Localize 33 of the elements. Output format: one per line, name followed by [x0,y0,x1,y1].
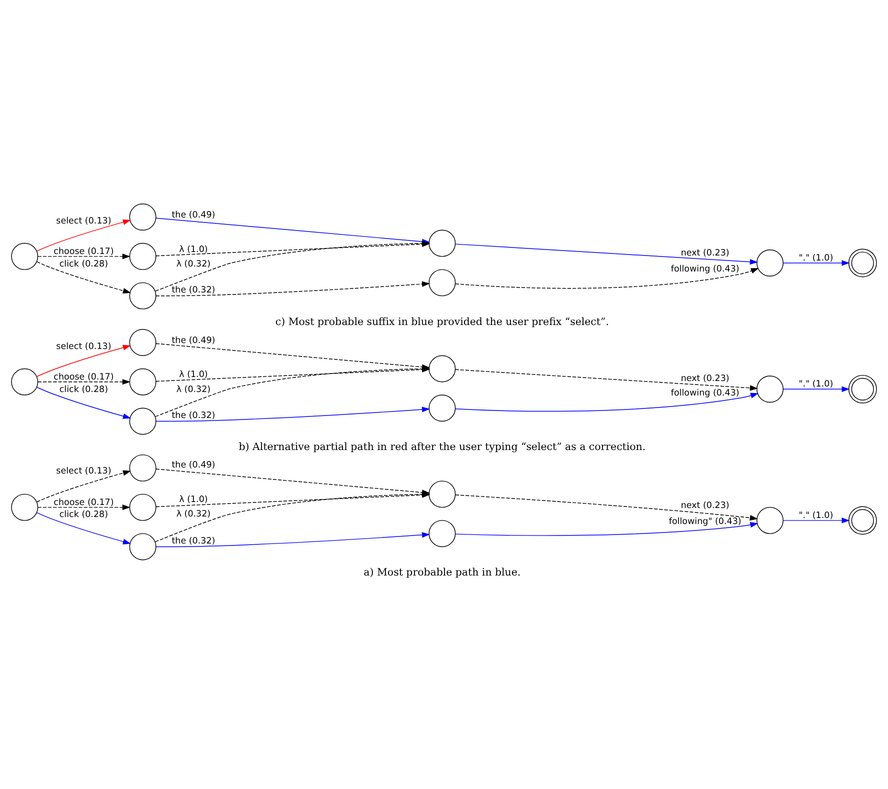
edge-label: choose (0.17) [54,497,114,508]
edge-label: choose (0.17) [54,372,114,382]
edge-label: following (0.43) [670,388,740,398]
edge-label: next (0.23) [680,500,730,510]
edge-label: "." (1.0) [798,253,834,264]
label: c) Most probable suffix in blue provided the user prefix “select”. [275,316,609,328]
edge-label: the (0.49) [172,210,216,220]
edge-label: λ (1.0) [179,370,208,380]
edge-label: click (0.28) [59,510,108,520]
edge-label: select (0.13) [56,466,112,476]
edge-label: λ (0.32) [176,384,211,394]
label: b) Alternative partial path in red after the user typing “select” as a correction. [238,442,646,453]
edge-label: the (0.32) [172,410,216,421]
edge-label: next (0.23) [680,248,730,258]
edge-label: select (0.13) [56,216,112,226]
edge-label: the (0.32) [172,285,216,296]
edge-label: click (0.28) [59,258,108,269]
edge-label: select (0.13) [56,341,112,352]
edge-label: the (0.32) [172,536,216,546]
edge-label: "." (1.0) [798,510,834,520]
edge-label: the (0.49) [172,460,216,470]
edge-label: λ (1.0) [179,244,208,254]
edge-label: "." (1.0) [798,379,834,390]
edge-label: following (0.43) [670,264,740,274]
edge-label: λ (0.32) [176,509,211,520]
edge-label: choose (0.17) [54,246,114,256]
edge-label: λ (0.32) [176,258,211,269]
edge-label: following" (0.43) [668,516,742,526]
label: a) Most probable path in blue. [364,567,521,578]
edge-label: the (0.49) [172,335,216,346]
edge-label: λ (1.0) [179,494,208,504]
edge-label: next (0.23) [680,373,730,384]
edge-label: click (0.28) [59,384,108,394]
